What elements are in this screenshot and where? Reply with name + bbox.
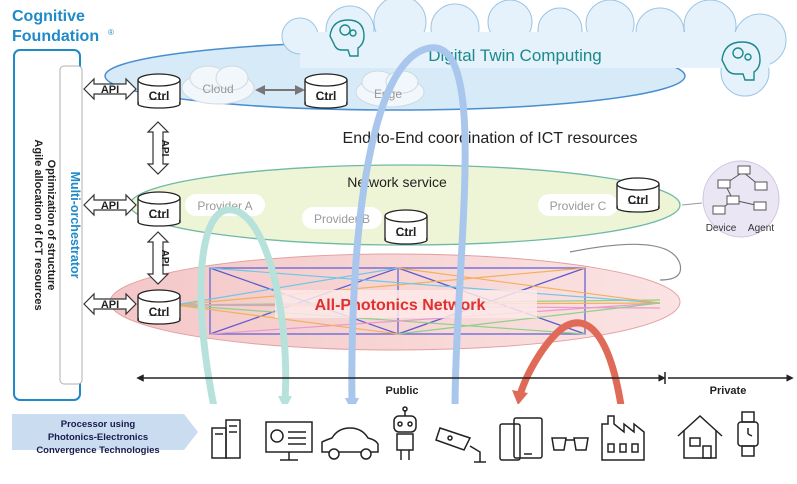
- orchestrator-line-2: Optimization of structure: [45, 160, 57, 291]
- blue-arc-arrow: [348, 44, 469, 416]
- red-arc-arrowhead: [512, 390, 528, 405]
- agent-label: Agent: [748, 223, 774, 234]
- car-icon: [321, 427, 379, 460]
- brain-head-icon-right: [721, 41, 761, 81]
- apn-mesh: [174, 267, 661, 335]
- api-arrow-top: [83, 77, 137, 101]
- coordination-label: End-to-End coordination of ICT resources: [343, 130, 638, 147]
- processor-line-1: Processor using: [61, 419, 136, 430]
- robot-icon: [393, 406, 417, 460]
- provider-c-label: Provider C: [550, 199, 607, 213]
- orchestrator-inner-bar: [59, 65, 83, 385]
- cloud-fill: [300, 32, 770, 68]
- private-label: Private: [710, 385, 747, 397]
- api-arrow-middle: [83, 193, 137, 217]
- api-arrow-bottom: [83, 292, 137, 316]
- device-agent-network-icon: [712, 165, 768, 215]
- home-icon: [677, 414, 723, 459]
- api-arrow-vertical-lower: [146, 231, 170, 285]
- ctrl-label-provider-b: Ctrl: [396, 225, 417, 239]
- glasses-icon: [551, 437, 589, 451]
- brand-mark: ®: [108, 28, 114, 37]
- processor-line-3: Convergence Technologies: [36, 445, 159, 456]
- apn-loop-line: [569, 243, 682, 281]
- api-label-vertical-lower: API: [159, 250, 170, 267]
- ctrl-label-network: Ctrl: [149, 207, 170, 221]
- cloud-small-left: [181, 65, 255, 105]
- public-label: Public: [385, 385, 418, 397]
- api-label-bottom: API: [101, 299, 119, 311]
- apn-label: All-Photonics Network: [315, 297, 486, 314]
- brand-line-1: Cognitive: [12, 8, 85, 25]
- monitor-icon: [265, 421, 313, 461]
- provider-c-pill: [538, 194, 618, 216]
- watch-icon: [737, 411, 759, 457]
- api-label-middle: API: [101, 200, 119, 212]
- orchestrator-title: Multi-orchestrator: [68, 172, 82, 279]
- api-label-vertical-upper: API: [159, 140, 170, 157]
- red-arc-arrow: [516, 319, 626, 416]
- device-agent-link: [681, 202, 703, 206]
- brain-head-icon-left: [329, 19, 365, 57]
- camera-icon: [435, 427, 486, 463]
- teal-arc-arrowhead: [278, 396, 292, 410]
- processor-arrow-box: [12, 414, 198, 450]
- digital-twin-label: Digital Twin Computing: [428, 46, 602, 65]
- ctrl-label-apn: Ctrl: [149, 305, 170, 319]
- api-label-top: API: [101, 84, 119, 96]
- servers-icon: [211, 419, 241, 459]
- cloud-label: Cloud: [202, 82, 233, 96]
- orchestrator-line-1: Agile allocation of ICT resources: [32, 139, 44, 310]
- ctrl-label-provider-c: Ctrl: [628, 193, 649, 207]
- device-label: Device: [706, 223, 737, 234]
- teal-arc-arrow: [197, 206, 290, 416]
- factory-icon: [601, 415, 645, 461]
- phone-tablet-icon: [499, 417, 543, 461]
- processor-line-2: Photonics-Electronics: [48, 432, 148, 443]
- provider-a-pill: [185, 194, 265, 216]
- apn-label-backdrop: [275, 290, 537, 318]
- network-service-label: Network service: [347, 174, 447, 190]
- ctrl-label-edge: Ctrl: [316, 89, 337, 103]
- ctrl-label-cloud: Ctrl: [149, 89, 170, 103]
- brand-line-2: Foundation: [12, 28, 99, 45]
- api-arrow-vertical-upper: [146, 121, 170, 175]
